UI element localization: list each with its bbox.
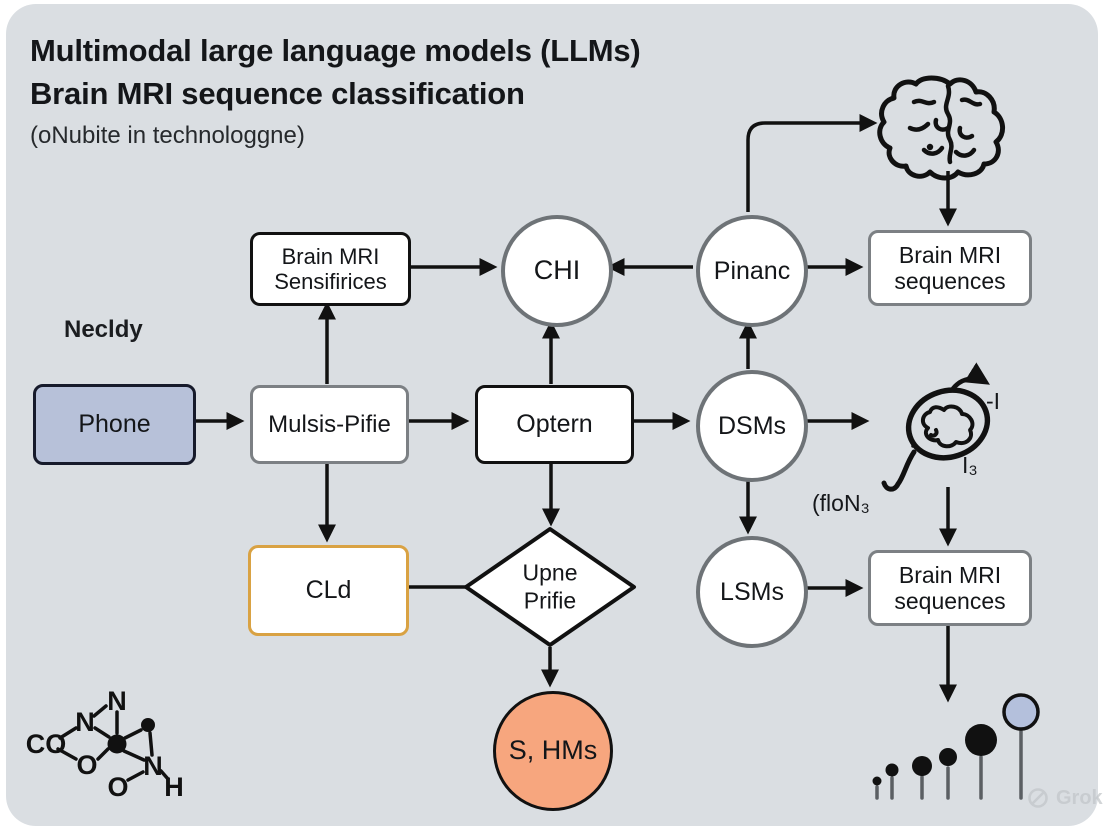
lollipop-highlight-dot xyxy=(1002,693,1040,731)
watermark-logo-icon xyxy=(1028,788,1048,808)
molecule-atom-label: N xyxy=(107,686,127,716)
node-label: CLd xyxy=(305,576,352,605)
node-label-line: Upne xyxy=(522,559,578,586)
node-label-line: Brain MRI xyxy=(898,561,1002,588)
molecule-atom-label: H xyxy=(164,772,184,802)
node-label: Optern xyxy=(516,410,593,439)
node-chi: CHI xyxy=(501,215,613,327)
node-cld: CLd xyxy=(248,545,409,636)
node-optern: Optern xyxy=(475,385,634,464)
watermark-text: Grok xyxy=(1056,786,1103,809)
node-brain-mri-sensifirices: Brain MRI Sensifirices xyxy=(250,232,411,306)
node-label: CHI xyxy=(533,255,581,286)
flon-annotation: (floN₃ xyxy=(812,490,870,516)
connector-arrows xyxy=(191,113,958,703)
molecule-atom-label: N xyxy=(143,751,163,781)
node-label: DSMs xyxy=(717,411,787,440)
node-label: S, HMs xyxy=(508,735,598,766)
node-brain-mri-sequences-bottom: Brain MRI sequences xyxy=(868,550,1032,626)
head-subscript-annotation: I₃ xyxy=(962,452,978,478)
node-label-line: sequences xyxy=(894,268,1006,294)
diagram-title-block: Multimodal large language models (LLMs) … xyxy=(30,30,641,150)
molecule-icon: N N CO O O N H xyxy=(26,686,184,802)
node-label: Phone xyxy=(78,410,151,439)
node-lsms: LSMs xyxy=(696,536,808,648)
molecule-atom-label: CO xyxy=(26,729,67,759)
node-label: Pinanc xyxy=(713,256,791,285)
molecule-atom-label: O xyxy=(107,772,128,802)
node-mulsis-pifie: Mulsis-Pifie xyxy=(250,385,409,464)
brain-icon xyxy=(877,75,1005,181)
node-phone: Phone xyxy=(33,384,196,465)
head-dash-annotation: -I xyxy=(986,388,1001,414)
node-label: LSMs xyxy=(720,577,784,606)
title-line-2: Brain MRI sequence classification xyxy=(30,75,525,111)
node-label-line: Brain MRI xyxy=(281,243,380,269)
watermark: Grok xyxy=(1026,786,1103,810)
node-label-line: Sensifirices xyxy=(274,269,387,294)
necldy-label: Necldy xyxy=(64,316,143,343)
decision-diamond-shape xyxy=(464,527,636,647)
node-shms: S, HMs xyxy=(493,691,613,811)
node-label: Mulsis-Pifie xyxy=(268,410,391,438)
molecule-atom-label: N xyxy=(75,707,95,737)
title-line-1: Multimodal large language models (LLMs) xyxy=(30,33,641,68)
subtitle: (oNubite in technologgne) xyxy=(30,121,305,149)
node-label-line: sequences xyxy=(894,588,1006,614)
node-label-line: Prifie xyxy=(523,587,577,613)
node-dsms: DSMs xyxy=(696,370,808,482)
lollipop-chart-icon xyxy=(872,693,1040,800)
brain-scan-icon xyxy=(881,362,991,492)
node-label-line: Brain MRI xyxy=(898,241,1002,268)
node-upne-prifie-label: Upne Prifie xyxy=(523,559,578,614)
node-brain-mri-sequences-top: Brain MRI sequences xyxy=(868,230,1032,306)
molecule-atom-label: O xyxy=(76,750,97,780)
node-pinanc: Pinanc xyxy=(696,215,808,327)
